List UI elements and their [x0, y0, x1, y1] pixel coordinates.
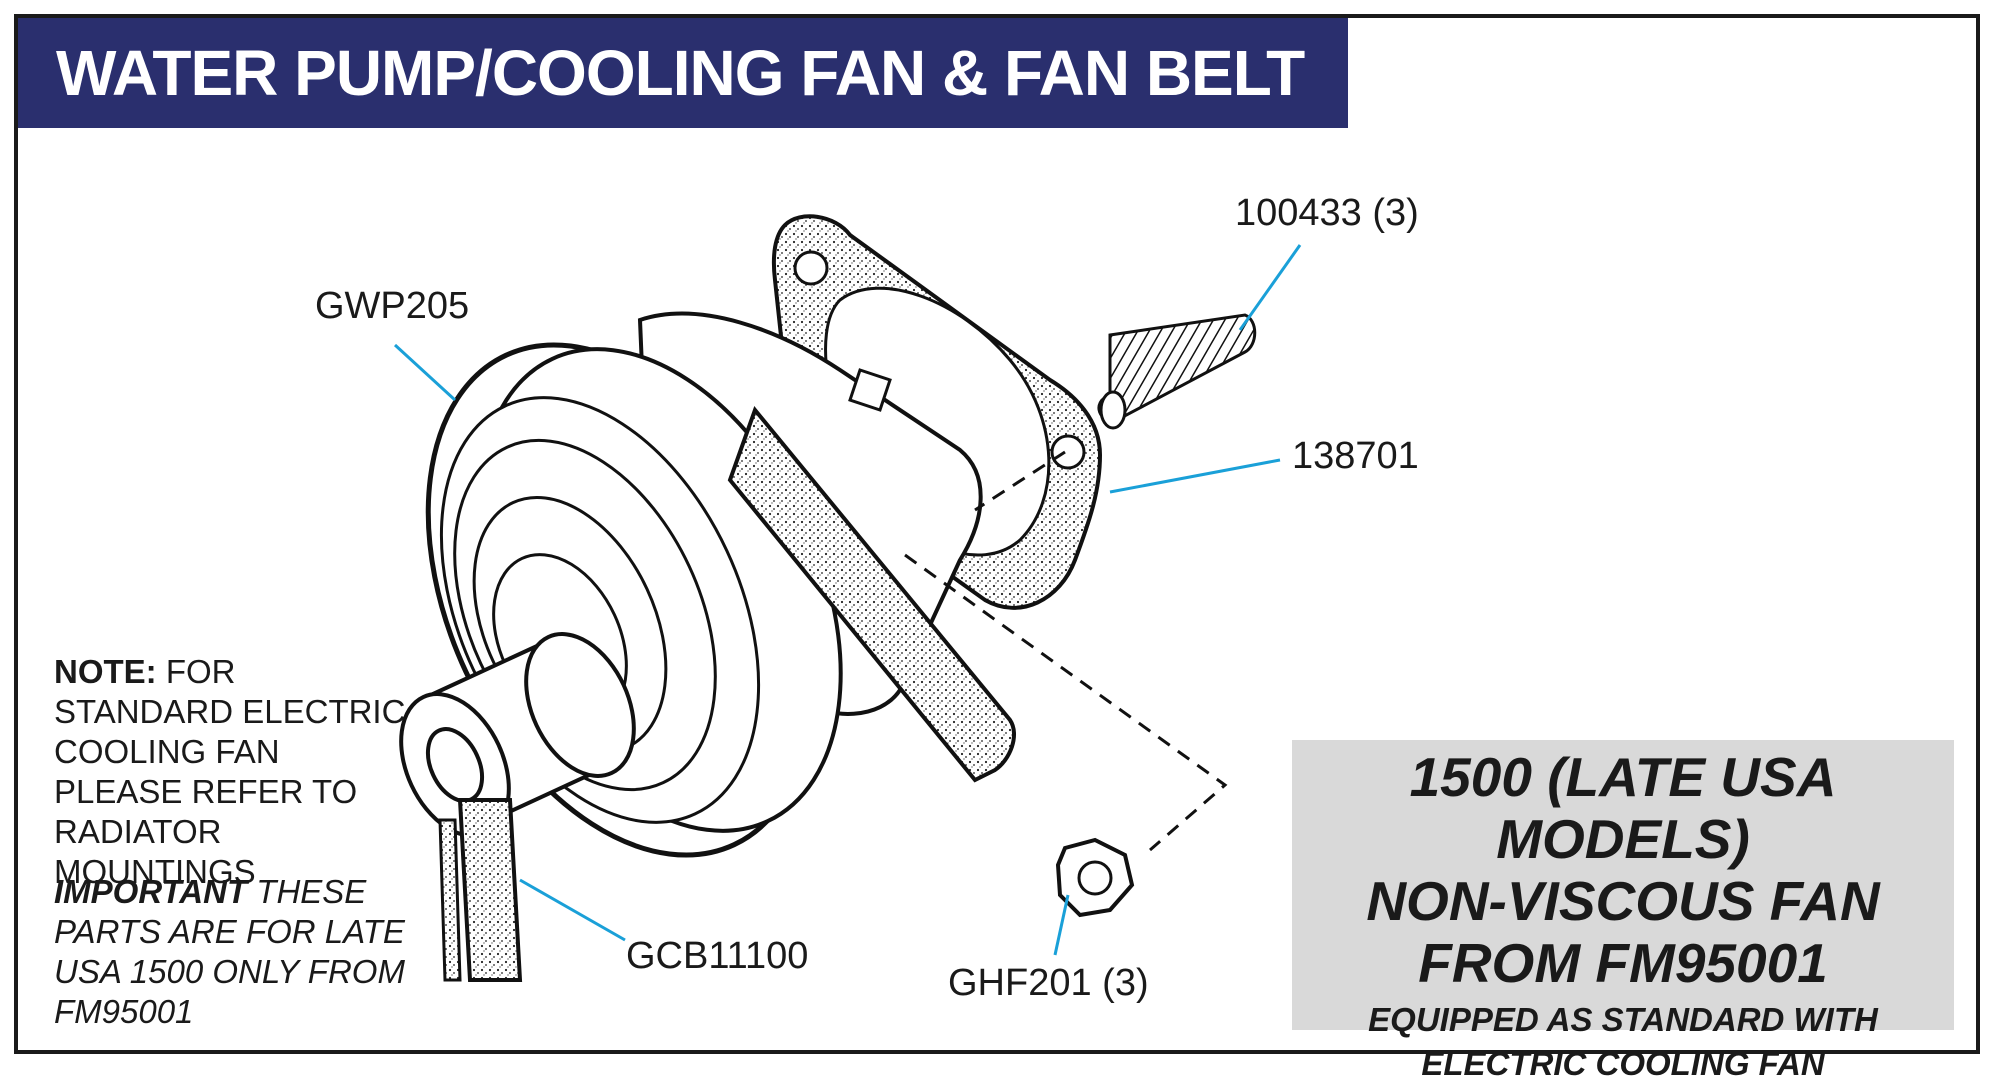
part-label-gasket: 138701 [1292, 435, 1419, 477]
info-line-fan: NON-VISCOUS FAN [1366, 870, 1880, 932]
part-label-pump: GWP205 [315, 285, 470, 327]
note-body: FOR STANDARD ELECTRIC COOLING FAN PLEASE… [54, 653, 406, 890]
info-line-model: 1500 (LATE USA MODELS) [1409, 746, 1837, 870]
info-line-electric: ELECTRIC COOLING FAN [1421, 1045, 1825, 1082]
important-text: IMPORTANT THESE PARTS ARE FOR LATE USA 1… [54, 872, 454, 1032]
page-title: WATER PUMP/COOLING FAN & FAN BELT [18, 18, 1348, 128]
nut-ghf201 [1055, 837, 1135, 918]
important-body: THESE PARTS ARE FOR LATE USA 1500 ONLY F… [54, 873, 405, 1030]
part-label-nut: GHF201 (3) [948, 962, 1149, 1004]
part-label-belt: GCB11100 [626, 935, 809, 977]
note-text: NOTE: FOR STANDARD ELECTRIC COOLING FAN … [54, 652, 414, 892]
model-info-box: 1500 (LATE USA MODELS) NON-VISCOUS FAN F… [1292, 740, 1954, 1082]
assembly-dashed-lines [904, 450, 1228, 852]
important-label: IMPORTANT [54, 873, 248, 910]
leader-lines [393, 244, 1302, 956]
info-line-equipped: EQUIPPED AS STANDARD WITH [1368, 1001, 1878, 1038]
stud-100433 [1097, 313, 1257, 430]
info-line-from: FROM FM95001 [1418, 932, 1828, 994]
note-label: NOTE: [54, 653, 157, 690]
fan-belt-gcb11100 [438, 406, 1016, 982]
part-label-stud: 100433 (3) [1235, 192, 1419, 234]
